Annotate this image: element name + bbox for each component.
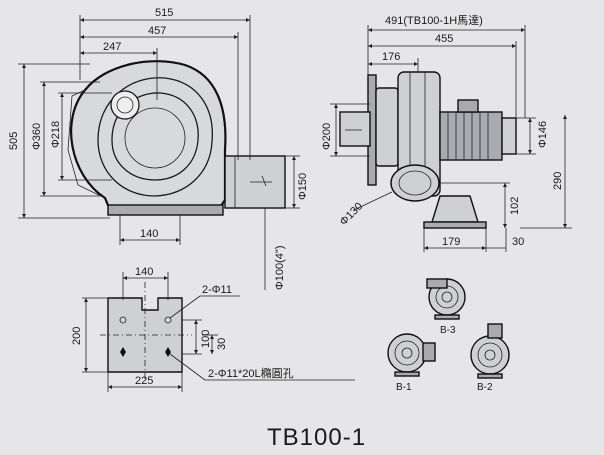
- model-title: TB100-1: [267, 424, 366, 451]
- front-housing: [67, 60, 286, 216]
- label-slot: 2-Φ11*20L橢圓孔: [208, 366, 294, 380]
- orientation-b2: B-2: [470, 323, 510, 393]
- slot-hole: [120, 347, 126, 357]
- side-bottom-dimensions: 179 30: [423, 228, 524, 252]
- dim-d360: Φ360: [31, 123, 43, 150]
- front-top-dimensions: 515 457 247: [79, 7, 251, 160]
- dim-d218: Φ218: [50, 121, 62, 148]
- dim-plate-140: 140: [135, 266, 153, 278]
- dim-290: 290: [552, 172, 564, 190]
- label-2-d11: 2-Φ11: [202, 284, 232, 296]
- orientation-b3: B-3: [426, 278, 466, 336]
- orientation-views: B-3 B-1 B-2: [387, 278, 510, 393]
- dim-179: 179: [442, 236, 460, 248]
- dim-plate-100: 100: [200, 330, 212, 348]
- dim-plate-225: 225: [135, 375, 153, 387]
- bolt-hole: [119, 316, 127, 324]
- dim-455: 455: [435, 33, 453, 45]
- dim-d100: Φ100(4"): [274, 246, 286, 290]
- slot-hole: [165, 347, 171, 357]
- dim-102: 102: [509, 197, 521, 215]
- side-view: 491(TB100-1H馬達) 455 176 Φ200 Φ130 Φ146 2…: [321, 14, 572, 252]
- front-bottom-dimensions: 140 Φ150 Φ100(4"): [119, 155, 309, 290]
- base-plate-view: 140 2-Φ11 200 100 30 225 2-Φ11*20L橢圓孔: [71, 266, 355, 392]
- dim-30-side: 30: [512, 236, 524, 248]
- side-blower-body: [339, 71, 517, 229]
- dim-457: 457: [148, 25, 166, 37]
- orientation-b1: B-1: [387, 333, 436, 393]
- dim-plate-200: 200: [71, 327, 83, 345]
- dim-505: 505: [8, 132, 20, 150]
- dim-d146: Φ146: [537, 121, 549, 148]
- dim-d130: Φ130: [338, 200, 366, 228]
- dim-247: 247: [103, 41, 121, 53]
- dim-plate-30: 30: [216, 338, 228, 350]
- bolt-hole: [164, 316, 172, 324]
- dim-491: 491(TB100-1H馬達): [385, 14, 483, 27]
- dim-base-140: 140: [140, 228, 158, 240]
- dim-176: 176: [382, 51, 400, 63]
- side-top-dimensions: 491(TB100-1H馬達) 455 176: [367, 14, 526, 118]
- label-b3: B-3: [440, 325, 456, 336]
- dim-515: 515: [155, 7, 173, 19]
- front-view: 515 457 247 505 Φ360 Φ218: [8, 7, 309, 290]
- label-b1: B-1: [396, 382, 412, 393]
- label-b2: B-2: [477, 382, 493, 393]
- dim-d150: Φ150: [297, 173, 309, 200]
- side-right-dimensions: Φ146 290 102: [440, 115, 572, 229]
- front-left-dimensions: 505 Φ360 Φ218: [8, 63, 112, 219]
- dim-d200: Φ200: [321, 123, 333, 150]
